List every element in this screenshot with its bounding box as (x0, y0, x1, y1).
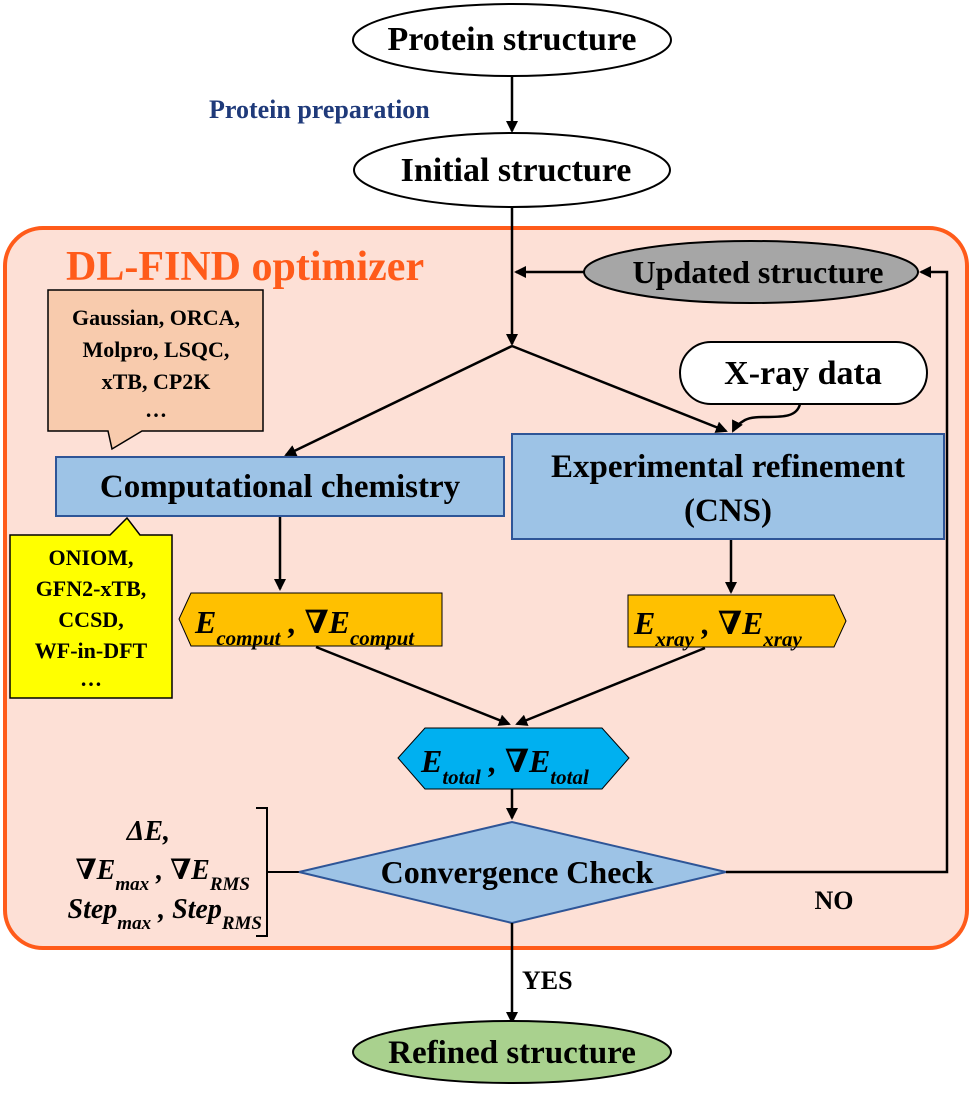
criteria-delta-e: ΔE, (126, 816, 170, 847)
methods-line-1: ONIOM, (49, 545, 134, 570)
convergence-check-label: Convergence Check (381, 854, 654, 890)
arrow-junction-to-comp (284, 344, 513, 457)
criteria-gradients: ∇Emax , ∇ERMS (76, 855, 250, 895)
yes-label: YES (522, 966, 573, 995)
programs-line-2: Molpro, LSQC, (83, 337, 230, 362)
arrow-no-loop (726, 266, 949, 874)
criteria-bracket (256, 807, 300, 937)
arrow-junction-to-exp (511, 344, 728, 433)
arrow-xray-to-exp (731, 403, 802, 433)
xray-data-node (679, 341, 928, 405)
programs-callout (47, 289, 264, 451)
no-label: NO (815, 886, 854, 915)
computational-chemistry-label: Computational chemistry (100, 469, 461, 505)
programs-line-1: Gaussian, ORCA, (72, 305, 240, 330)
methods-line-3: CCSD, (58, 607, 123, 632)
methods-line-4: WF-in-DFT (35, 638, 148, 663)
protein-structure-node (352, 3, 672, 77)
refined-structure-node (352, 1020, 672, 1084)
experimental-refinement-label: Experimental refinement (551, 449, 905, 485)
e-xray-label: Exray , ∇Exray (633, 605, 802, 651)
programs-line-3: xTB, CP2K (102, 369, 211, 394)
updated-structure-label: Updated structure (633, 254, 884, 290)
initial-structure-label: Initial structure (401, 152, 632, 189)
refined-structure-label: Refined structure (388, 1035, 636, 1071)
methods-line-5: … (80, 666, 102, 691)
protein-preparation-label: Protein preparation (209, 95, 430, 124)
optimizer-title: DL-FIND optimizer (66, 244, 424, 290)
computational-chemistry-box (55, 456, 505, 517)
methods-line-2: GFN2-xTB, (36, 576, 147, 601)
methods-callout (9, 516, 173, 699)
e-total-label: Etotal , ∇Etotal (420, 743, 589, 789)
e-total-tag (397, 727, 630, 790)
arrow-ecomput-to-etotal (315, 645, 511, 726)
e-comput-label: Ecomput , ∇Ecomput (194, 604, 415, 650)
xray-data-label: X-ray data (724, 355, 882, 392)
criteria-steps: Stepmax , StepRMS (68, 894, 262, 934)
programs-line-4: … (145, 397, 167, 422)
experimental-refinement-sub: (CNS) (684, 493, 772, 529)
arrow-exray-to-etotal (515, 646, 706, 726)
protein-structure-label: Protein structure (388, 21, 637, 58)
e-xray-tag (627, 594, 847, 648)
experimental-refinement-box (511, 433, 945, 540)
